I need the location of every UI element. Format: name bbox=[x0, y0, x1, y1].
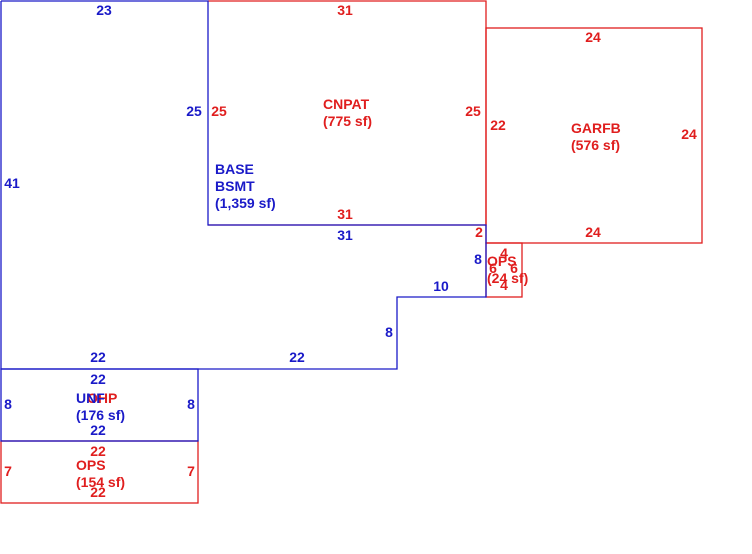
dim-cnpat-right: 25 bbox=[465, 103, 481, 119]
dim-unf-left: 8 bbox=[4, 396, 12, 412]
dim-garfb-right: 24 bbox=[681, 126, 697, 142]
dim-base-left: 41 bbox=[4, 175, 20, 191]
dim-ops-small-left: 6 bbox=[489, 260, 497, 276]
ops-bottom-area-label: OPS(154 sf) bbox=[76, 457, 125, 490]
dim-cnpat-left: 25 bbox=[211, 103, 227, 119]
dim-ops-bottom-right: 7 bbox=[187, 463, 195, 479]
dim-ops-small-top: 4 bbox=[500, 245, 508, 261]
cnpat-area-label: CNPAT(775 sf) bbox=[323, 96, 372, 129]
dim-garfb-bottom: 24 bbox=[585, 224, 601, 240]
dim-ops-bottom-bottom: 22 bbox=[90, 484, 106, 500]
garfb-area-label: GARFB(576 sf) bbox=[571, 120, 621, 153]
dim-ops-small-bottom: 4 bbox=[500, 277, 508, 293]
dim-cnpat-corner: 2 bbox=[475, 224, 483, 240]
unf-outline bbox=[0, 368, 199, 442]
dim-base-inner-bottom: 31 bbox=[337, 227, 353, 243]
unf-area-label: UNF(176 sf) bbox=[76, 390, 125, 423]
dim-garfb-left: 22 bbox=[490, 117, 506, 133]
dim-ops-small-right: 6 bbox=[510, 260, 518, 276]
dim-garfb-top: 24 bbox=[585, 29, 601, 45]
dim-base-step-down: 8 bbox=[385, 324, 393, 340]
dim-unf-bottom: 22 bbox=[90, 422, 106, 438]
dim-cnpat-top: 31 bbox=[337, 2, 353, 18]
dim-unf-top: 22 bbox=[90, 371, 106, 387]
dim-base-inner-right: 25 bbox=[186, 103, 202, 119]
garfb-outline bbox=[485, 27, 703, 244]
dim-cnpat-bottom: 31 bbox=[337, 206, 353, 222]
dim-base-bottom-right: 22 bbox=[289, 349, 305, 365]
dim-base-step-right: 8 bbox=[474, 251, 482, 267]
dim-base-top: 23 bbox=[96, 2, 112, 18]
ops-small-area-label: OPS(24 sf) bbox=[487, 253, 528, 286]
dim-ops-bottom-top: 22 bbox=[90, 443, 106, 459]
dim-base-step-top: 10 bbox=[433, 278, 449, 294]
dim-base-bottom-left: 22 bbox=[90, 349, 106, 365]
dim-ops-bottom-left: 7 bbox=[4, 463, 12, 479]
dim-unf-right: 8 bbox=[187, 396, 195, 412]
ohp-area-label: OHP bbox=[87, 390, 117, 406]
